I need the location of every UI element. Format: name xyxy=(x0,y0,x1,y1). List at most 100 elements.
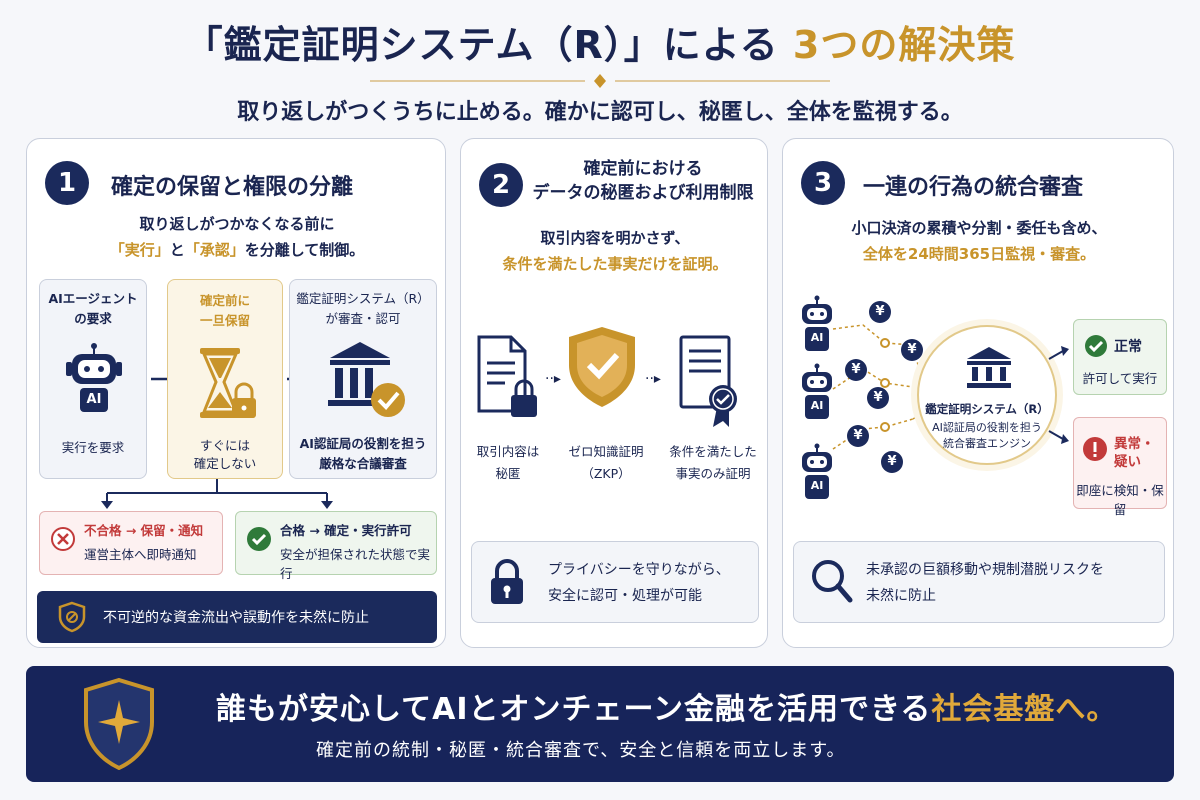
lead-and: と xyxy=(169,241,185,259)
caption-proof: 条件を満たした 事実のみ証明 xyxy=(659,441,767,485)
result-title: 正常 xyxy=(1114,339,1142,355)
robot-label: AI xyxy=(86,392,102,407)
note-line: 未承認の巨額移動や規制潜脱リスクを xyxy=(866,562,1104,578)
certificate-icon xyxy=(679,335,737,427)
lead-line: 「実行」と「承認」を分離して制御。 xyxy=(27,237,447,263)
box-title: 一旦保留 xyxy=(199,313,250,328)
check-circle-icon xyxy=(1085,335,1107,357)
caption-line: 秘匿 xyxy=(495,466,521,481)
caption-line: ゼロ知識証明 xyxy=(568,444,644,459)
document-lock-icon xyxy=(477,335,537,417)
agent-request-box: AIエージェント の要求 AI 実行を要求 xyxy=(39,279,147,479)
panel-lead: 取引内容を明かさず、 条件を満たした事実だけを証明。 xyxy=(461,225,769,277)
box-bottom: AI認証局の役割を担う xyxy=(299,436,427,451)
headline-main: 誰もが安心してAIとオンチェーン金融を活用できる xyxy=(216,692,932,727)
title-line: データの秘匿および利用制限 xyxy=(532,183,754,203)
engine-line: AI認証局の役割を担う xyxy=(932,421,1042,434)
note-line: 安全に認可・処理が可能 xyxy=(548,588,702,604)
fail-result: 不合格 → 保留・通知 運営主体へ即時通知 xyxy=(39,511,223,575)
prevention-bar: 不可逆的な資金流出や誤動作を未然に防止 xyxy=(37,591,437,643)
caption-line: 事実のみ証明 xyxy=(675,466,751,481)
panel-number: 1 xyxy=(45,161,89,205)
title-accent: 3つの解決策 xyxy=(792,23,1016,67)
note-line: プライバシーを守りながら、 xyxy=(548,562,730,578)
box-title: AIエージェント xyxy=(48,291,138,306)
caption-hidden: 取引内容は 秘匿 xyxy=(465,441,551,485)
box-bottom: すぐには xyxy=(199,438,250,453)
box-bottom: 実行を要求 xyxy=(61,440,125,455)
yen-icon: ¥ xyxy=(869,301,891,323)
normal-result: 正常 許可して実行 xyxy=(1073,319,1167,395)
lead-line: 取引内容を明かさず、 xyxy=(540,229,690,247)
page-title: 「鑑定証明システム（R）」による 3つの解決策 xyxy=(0,14,1200,69)
panel-number: 3 xyxy=(801,161,845,205)
robot-icon: AI xyxy=(797,295,837,355)
panel-title: 確定前における データの秘匿および利用制限 xyxy=(523,157,763,205)
dots-arrow-icon: ··▸ xyxy=(645,371,661,387)
output-arrows xyxy=(1048,346,1069,444)
result-title: 不合格 → 保留・通知 xyxy=(84,523,204,538)
panel-integrated-review: 3 一連の行為の統合審査 小口決済の累積や分割・委任も含め、 全体を24時間36… xyxy=(782,138,1174,648)
panel-lead: 取り返しがつかなくなる前に 「実行」と「承認」を分離して制御。 xyxy=(27,211,447,263)
lead-rest: を分離して制御。 xyxy=(244,241,365,259)
robot-icon: AI xyxy=(797,363,837,423)
cross-circle-icon xyxy=(51,527,75,551)
box-title: 確定前に xyxy=(199,293,250,308)
check-circle-icon xyxy=(247,527,271,551)
shield-check-icon xyxy=(569,327,635,407)
lock-icon xyxy=(491,559,523,604)
page-subtitle: 取り返しがつくうちに止める。確かに認可し、秘匿し、全体を監視する。 xyxy=(237,100,963,125)
robot-label: AI xyxy=(810,331,824,344)
box-title: 鑑定証明システム（R） xyxy=(296,291,430,306)
robot-icon: AI xyxy=(797,443,837,503)
institution-icon xyxy=(967,347,1011,388)
panel-data-privacy: 2 確定前における データの秘匿および利用制限 取引内容を明かさず、 条件を満た… xyxy=(460,138,768,648)
panel-number: 2 xyxy=(479,163,523,207)
hourglass-lock-icon xyxy=(200,348,256,418)
result-sub: 即座に検知・保留 xyxy=(1076,483,1164,517)
result-sub: 運営主体へ即時通知 xyxy=(84,547,197,562)
result-title: 合格 → 確定・実行許可 xyxy=(280,523,412,538)
box-bottom: 厳格な合議審査 xyxy=(319,456,407,471)
title-main: 「鑑定証明システム（R）」による xyxy=(184,23,779,67)
dots-arrow-icon: ··▸ xyxy=(545,371,561,387)
footer-headline: 誰もが安心してAIとオンチェーン金融を活用できる社会基盤へ。 xyxy=(216,684,1117,728)
bar-text: 不可逆的な資金流出や誤動作を未然に防止 xyxy=(103,610,369,626)
yen-icon: ¥ xyxy=(901,339,923,361)
caption-line: 取引内容は xyxy=(476,444,540,459)
lead-line: 小口決済の累積や分割・委任も含め、 xyxy=(851,219,1107,237)
pass-result: 合格 → 確定・実行許可 安全が担保された状態で実行 xyxy=(235,511,437,581)
box-title: の要求 xyxy=(74,311,112,326)
engine-line: 統合審査エンジン xyxy=(943,437,1031,450)
magnifier-icon xyxy=(812,560,853,603)
yen-icon: ¥ xyxy=(845,359,867,381)
privacy-note: プライバシーを守りながら、 安全に認可・処理が可能 xyxy=(471,541,759,623)
footer-sub: 確定前の統制・秘匿・統合審査で、安全と信頼を両立します。 xyxy=(316,740,846,761)
box-title: が審査・認可 xyxy=(325,311,401,326)
result-sub: 許可して実行 xyxy=(1082,371,1158,386)
hold-box: 確定前に 一旦保留 すぐには 確定しない xyxy=(167,279,283,479)
system-review-box: 鑑定証明システム（R） が審査・認可 AI認証局の役割を担う 厳格な合議審査 xyxy=(289,279,437,479)
alert-circle-icon xyxy=(1083,437,1107,461)
lead-approve: 「承認」 xyxy=(184,241,245,259)
caption-zkp: ゼロ知識証明 （ZKP） xyxy=(553,441,659,485)
result-title: 異常・ xyxy=(1114,436,1155,452)
result-title: 疑い xyxy=(1114,454,1141,470)
yen-icon: ¥ xyxy=(867,387,889,409)
caption-line: （ZKP） xyxy=(581,466,631,481)
anomaly-result: 異常・ 疑い 即座に検知・保留 xyxy=(1073,417,1167,517)
robot-label: AI xyxy=(810,479,824,492)
header: 「鑑定証明システム（R）」による 3つの解決策 取り返しがつくうちに止める。確か… xyxy=(0,0,1200,130)
note-line: 未然に防止 xyxy=(866,588,936,604)
robot-icon xyxy=(66,343,122,412)
title-divider xyxy=(370,74,830,88)
box-bottom: 確定しない xyxy=(193,456,257,471)
review-engine: 鑑定証明システム（R） AI認証局の役割を担う 統合審査エンジン xyxy=(917,325,1057,465)
footer-banner: 誰もが安心してAIとオンチェーン金融を活用できる社会基盤へ。 確定前の統制・秘匿… xyxy=(26,666,1174,782)
panel-hold-and-separation: 1 確定の保留と権限の分離 取り返しがつかなくなる前に 「実行」と「承認」を分離… xyxy=(26,138,446,648)
title-line: 確定前における xyxy=(583,159,703,179)
headline-accent: 社会基盤へ。 xyxy=(931,692,1118,727)
yen-icon: ¥ xyxy=(847,425,869,447)
lead-exec: 「実行」 xyxy=(109,241,170,259)
branch-connector xyxy=(101,479,333,509)
